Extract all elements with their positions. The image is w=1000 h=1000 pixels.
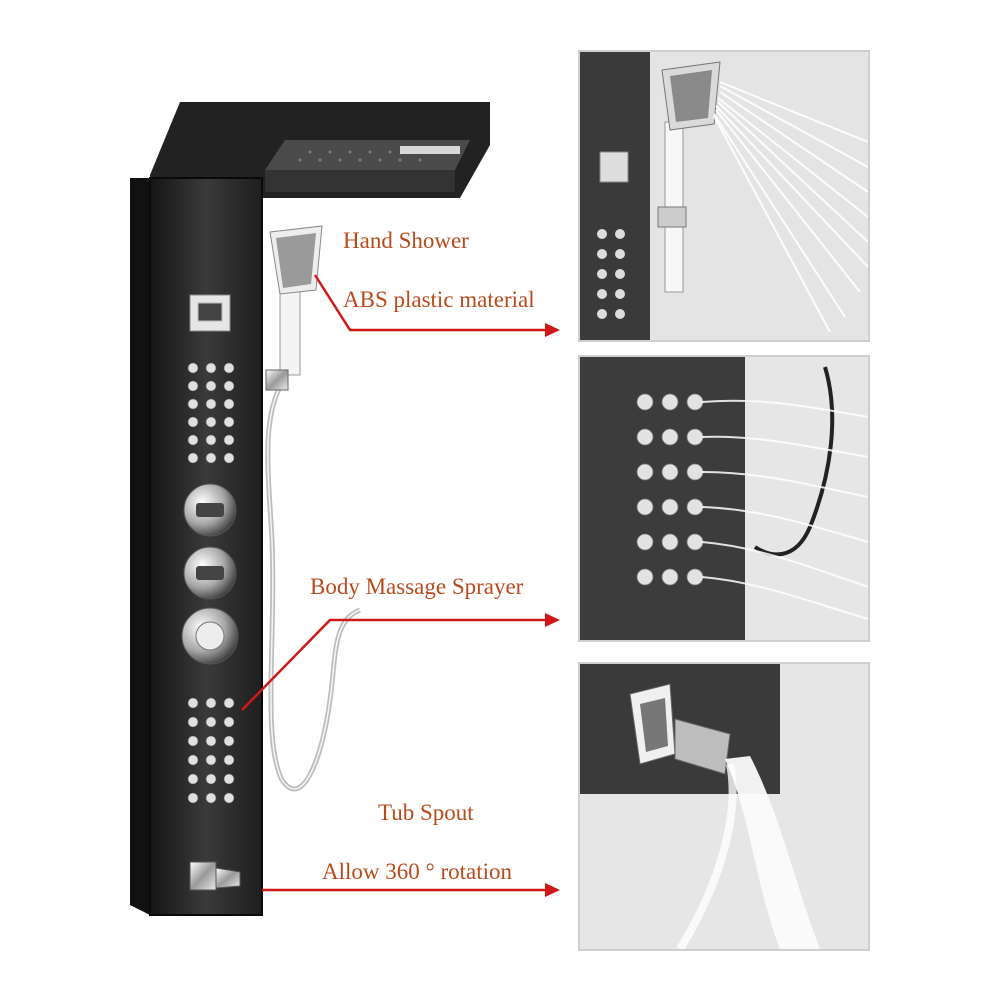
hand-shower-detail-photo (578, 50, 870, 342)
upper-body-jets (187, 362, 235, 464)
hand-shower-arrow (313, 274, 548, 332)
temperature-display (189, 294, 231, 332)
tub-spout-detail-photo (578, 662, 870, 951)
hand-shower-title: Hand Shower (343, 228, 469, 253)
lower-body-jets (187, 697, 235, 804)
body-massage-arrow (241, 618, 548, 711)
body-massage-detail-photo (578, 355, 870, 642)
tub-spout-title: Tub Spout (378, 800, 474, 825)
tub-spout (189, 861, 241, 891)
hand-shower (265, 225, 362, 792)
control-knobs (181, 483, 239, 665)
hand-shower-detail: ABS plastic material (343, 287, 535, 312)
body-massage-title: Body Massage Sprayer (310, 574, 524, 599)
shower-panel-body (130, 177, 263, 916)
rain-shower-head (150, 102, 490, 198)
tub-spout-detail: Allow 360 ° rotation (322, 859, 512, 884)
